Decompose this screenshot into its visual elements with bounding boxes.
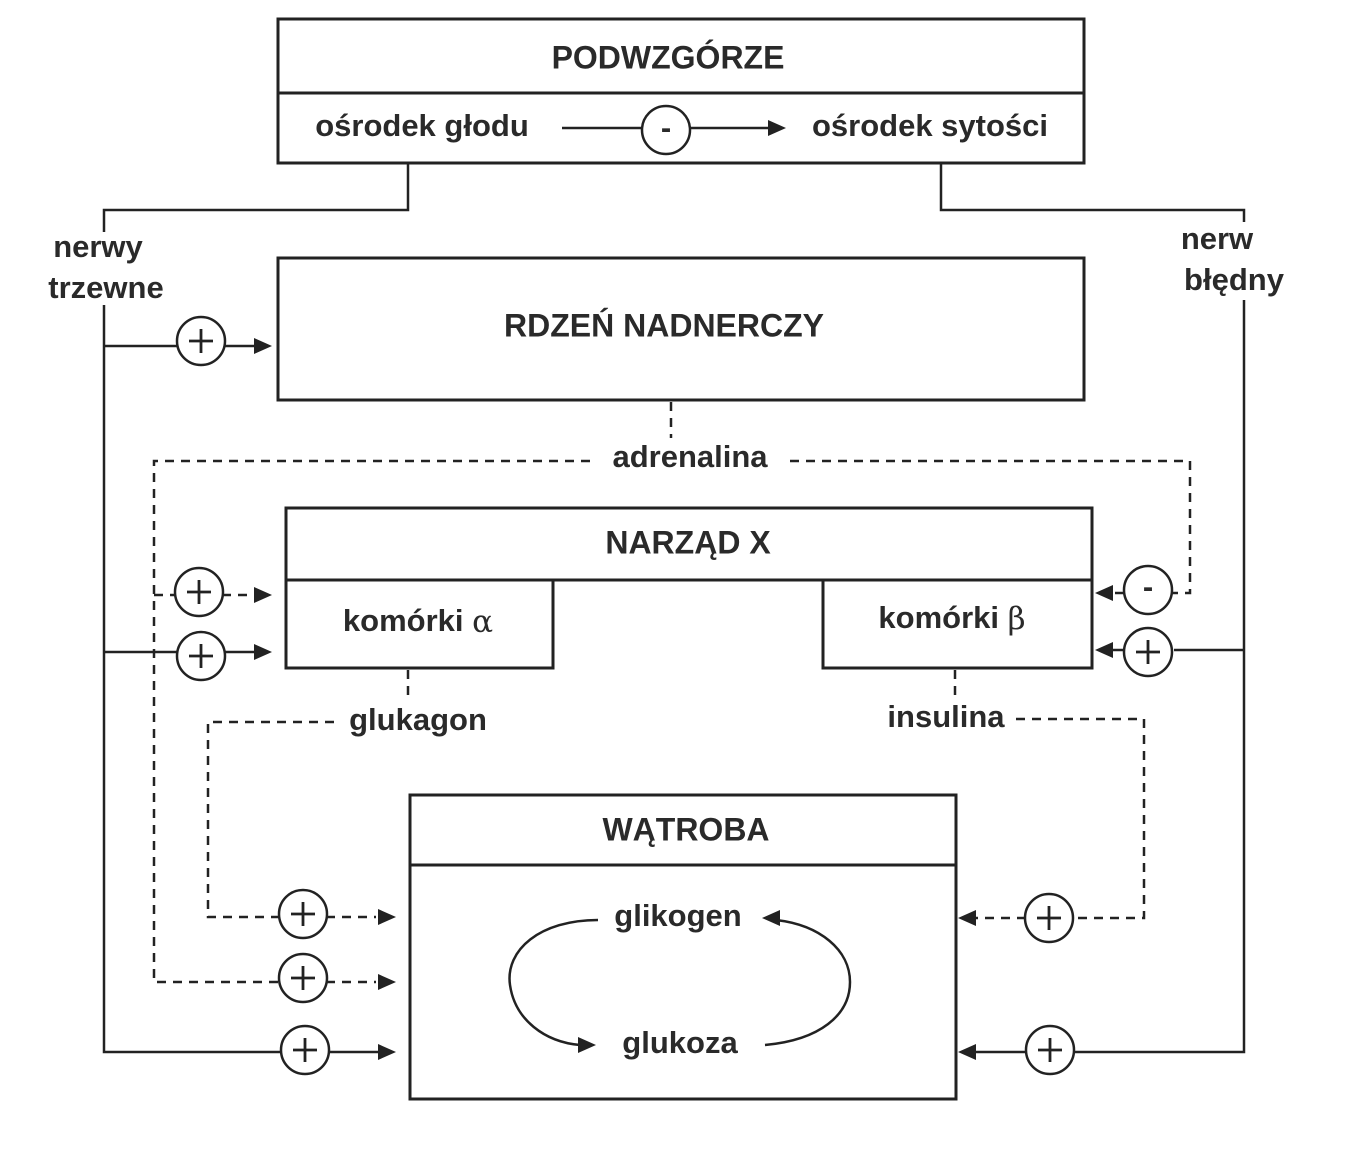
glikogen-label: glikogen bbox=[614, 898, 741, 933]
hunger-center-label: ośrodek głodu bbox=[315, 108, 529, 143]
adrenalina-label: adrenalina bbox=[612, 439, 768, 474]
plus-sign-rdzen bbox=[175, 315, 227, 367]
alpha-cells-label: komórki α bbox=[343, 603, 493, 639]
satiety-center-label: ośrodek sytości bbox=[812, 108, 1048, 143]
adrenalina-right-line bbox=[790, 459, 1192, 595]
vagus-nerve-trunk bbox=[1074, 300, 1246, 1054]
plus-sign-beta-nerve bbox=[1122, 626, 1174, 678]
insulina-line bbox=[1016, 717, 1146, 920]
glukoza-label: glukoza bbox=[622, 1025, 738, 1060]
glukagon-label: glukagon bbox=[349, 702, 487, 737]
inhibition-sign-hypothalamus: - bbox=[640, 104, 692, 156]
glukagon-line bbox=[206, 720, 334, 919]
insulina-label: insulina bbox=[887, 699, 1005, 734]
plus-sign-alpha-adrenalina bbox=[173, 566, 225, 618]
nerwy-trzewne-label-1: nerwy bbox=[53, 229, 143, 264]
visceral-nerve-line bbox=[102, 163, 410, 232]
alpha-symbol: α bbox=[472, 604, 493, 640]
podwzgorze-box: PODWZGÓRZE ośrodek głodu ośrodek sytości bbox=[276, 17, 1086, 165]
nerw-bledny-label-2: błędny bbox=[1184, 262, 1285, 297]
plus-sign-liver-glukagon bbox=[277, 888, 329, 940]
narzad-title: NARZĄD X bbox=[605, 524, 771, 560]
plus-sign-liver-vagus bbox=[1024, 1024, 1076, 1076]
nerwy-trzewne-label-2: trzewne bbox=[48, 270, 163, 305]
rdzen-title: RDZEŃ NADNERCZY bbox=[504, 307, 824, 343]
beta-symbol: β bbox=[1008, 601, 1026, 637]
adrenalina-left-line bbox=[152, 459, 590, 984]
narzad-x-box: NARZĄD X komórki α komórki β bbox=[284, 506, 1094, 670]
nerw-bledny-label-1: nerw bbox=[1181, 221, 1254, 256]
watroba-box: WĄTROBA glikogen glukoza bbox=[408, 793, 958, 1101]
plus-sign-liver-insulina bbox=[1023, 892, 1075, 944]
glycogen-glucose-cycle bbox=[508, 910, 852, 1053]
watroba-title: WĄTROBA bbox=[602, 811, 769, 847]
beta-cells-label: komórki β bbox=[878, 600, 1025, 636]
svg-text:-: - bbox=[1143, 569, 1153, 604]
visceral-nerve-trunk bbox=[102, 305, 282, 1054]
beta-cells-box bbox=[821, 578, 1094, 670]
plus-sign-liver-nerve bbox=[279, 1024, 331, 1076]
vagus-nerve-line bbox=[939, 163, 1246, 222]
plus-sign-liver-adrenalina bbox=[277, 952, 329, 1004]
svg-text:-: - bbox=[661, 110, 671, 145]
plus-sign-alpha-nerve bbox=[175, 630, 227, 682]
minus-sign-beta-adrenalina: - bbox=[1122, 564, 1174, 616]
podwzgorze-title: PODWZGÓRZE bbox=[552, 39, 785, 75]
rdzen-nadnerczy-box: RDZEŃ NADNERCZY bbox=[276, 256, 1086, 402]
alpha-cells-box bbox=[284, 578, 555, 670]
